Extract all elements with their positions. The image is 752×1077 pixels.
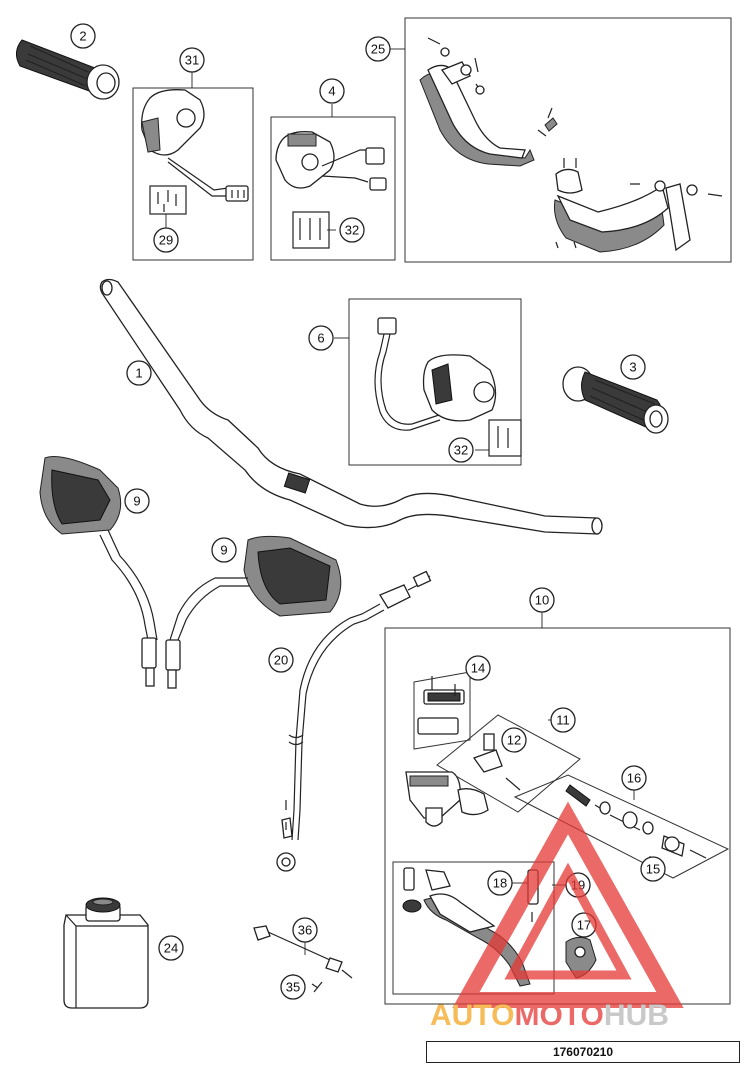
svg-text:10: 10: [535, 593, 549, 608]
document-number: 176070210: [426, 1041, 740, 1063]
svg-text:24: 24: [164, 941, 178, 956]
svg-text:18: 18: [493, 876, 507, 891]
adjuster-knob-17: [565, 936, 597, 979]
svg-text:2: 2: [79, 29, 86, 44]
svg-text:14: 14: [471, 661, 485, 676]
callout-35: 35: [280, 974, 306, 1000]
svg-text:9: 9: [220, 543, 227, 558]
callout-3: 3: [620, 354, 646, 380]
callout-16: 16: [621, 765, 647, 791]
callout-4: 4: [319, 78, 345, 104]
svg-text:20: 20: [274, 653, 288, 668]
fluid-bottle-24: [63, 897, 149, 1009]
clutch-master-cylinder: [405, 676, 707, 859]
callout-11: 11: [550, 707, 576, 733]
callout-14: 14: [465, 655, 491, 681]
svg-text:35: 35: [286, 980, 300, 995]
svg-text:32: 32: [454, 443, 468, 458]
callout-9-left: 9: [124, 488, 150, 514]
svg-text:16: 16: [627, 771, 641, 786]
callout-12: 12: [501, 727, 527, 753]
clutch-line-20: [276, 570, 432, 872]
callout-29: 29: [153, 227, 179, 253]
box-switch-6: [348, 298, 522, 466]
handlebar: [99, 278, 603, 535]
box-clamp-14: [413, 671, 471, 750]
box-piston-16: [513, 774, 730, 879]
svg-text:29: 29: [159, 233, 173, 248]
svg-text:11: 11: [556, 713, 570, 728]
svg-text:15: 15: [646, 862, 660, 877]
mirror-right-9: [165, 535, 342, 689]
svg-text:17: 17: [577, 918, 591, 933]
watermark-logo: AUTOMOTOHUB: [430, 801, 684, 1032]
callout-2: 2: [70, 23, 96, 49]
callout-6: 6: [308, 325, 334, 351]
watermark-part-auto: AUTO: [430, 999, 514, 1032]
callout-36: 36: [292, 917, 318, 943]
box-switch-4: [270, 116, 396, 261]
callout-15: 15: [640, 856, 666, 882]
svg-text:9: 9: [133, 494, 140, 509]
callout-1: 1: [126, 360, 152, 386]
callout-24: 24: [158, 935, 184, 961]
right-grip: [562, 366, 669, 434]
svg-text:12: 12: [507, 733, 521, 748]
callout-31: 31: [179, 47, 205, 73]
watermark-text: AUTOMOTOHUB: [430, 999, 669, 1032]
svg-text:25: 25: [371, 42, 385, 57]
left-grip: [16, 39, 120, 100]
clutch-lever: [402, 867, 539, 987]
watermark-triangle-inner: [504, 862, 632, 980]
svg-text:3: 3: [629, 360, 636, 375]
svg-text:36: 36: [298, 923, 312, 938]
callout-9-right: 9: [211, 537, 237, 563]
right-switch-6: [374, 317, 522, 457]
callout-18: 18: [487, 870, 513, 896]
watermark-part-hub: HUB: [604, 999, 669, 1032]
callout-25: 25: [365, 36, 391, 62]
svg-text:31: 31: [185, 53, 199, 68]
box-cover-11: [436, 714, 581, 813]
callout-32-lower: 32: [448, 437, 474, 463]
svg-text:1: 1: [135, 366, 142, 381]
handguards-25: [419, 37, 723, 253]
mirror-left-9: [39, 456, 158, 687]
svg-text:6: 6: [317, 331, 324, 346]
watermark-triangle: [452, 801, 684, 1008]
callout-20: 20: [268, 647, 294, 673]
box-handguard-25: [404, 17, 732, 263]
switch-4: [275, 131, 387, 249]
left-switch-31: [141, 89, 249, 215]
svg-text:4: 4: [328, 84, 335, 99]
sensor-36: [253, 925, 353, 993]
box-switch-31: [132, 87, 254, 261]
callout-10: 10: [529, 587, 555, 613]
svg-text:32: 32: [345, 223, 359, 238]
watermark-part-moto: MOTO: [514, 999, 603, 1032]
callout-32-upper: 32: [339, 217, 365, 243]
